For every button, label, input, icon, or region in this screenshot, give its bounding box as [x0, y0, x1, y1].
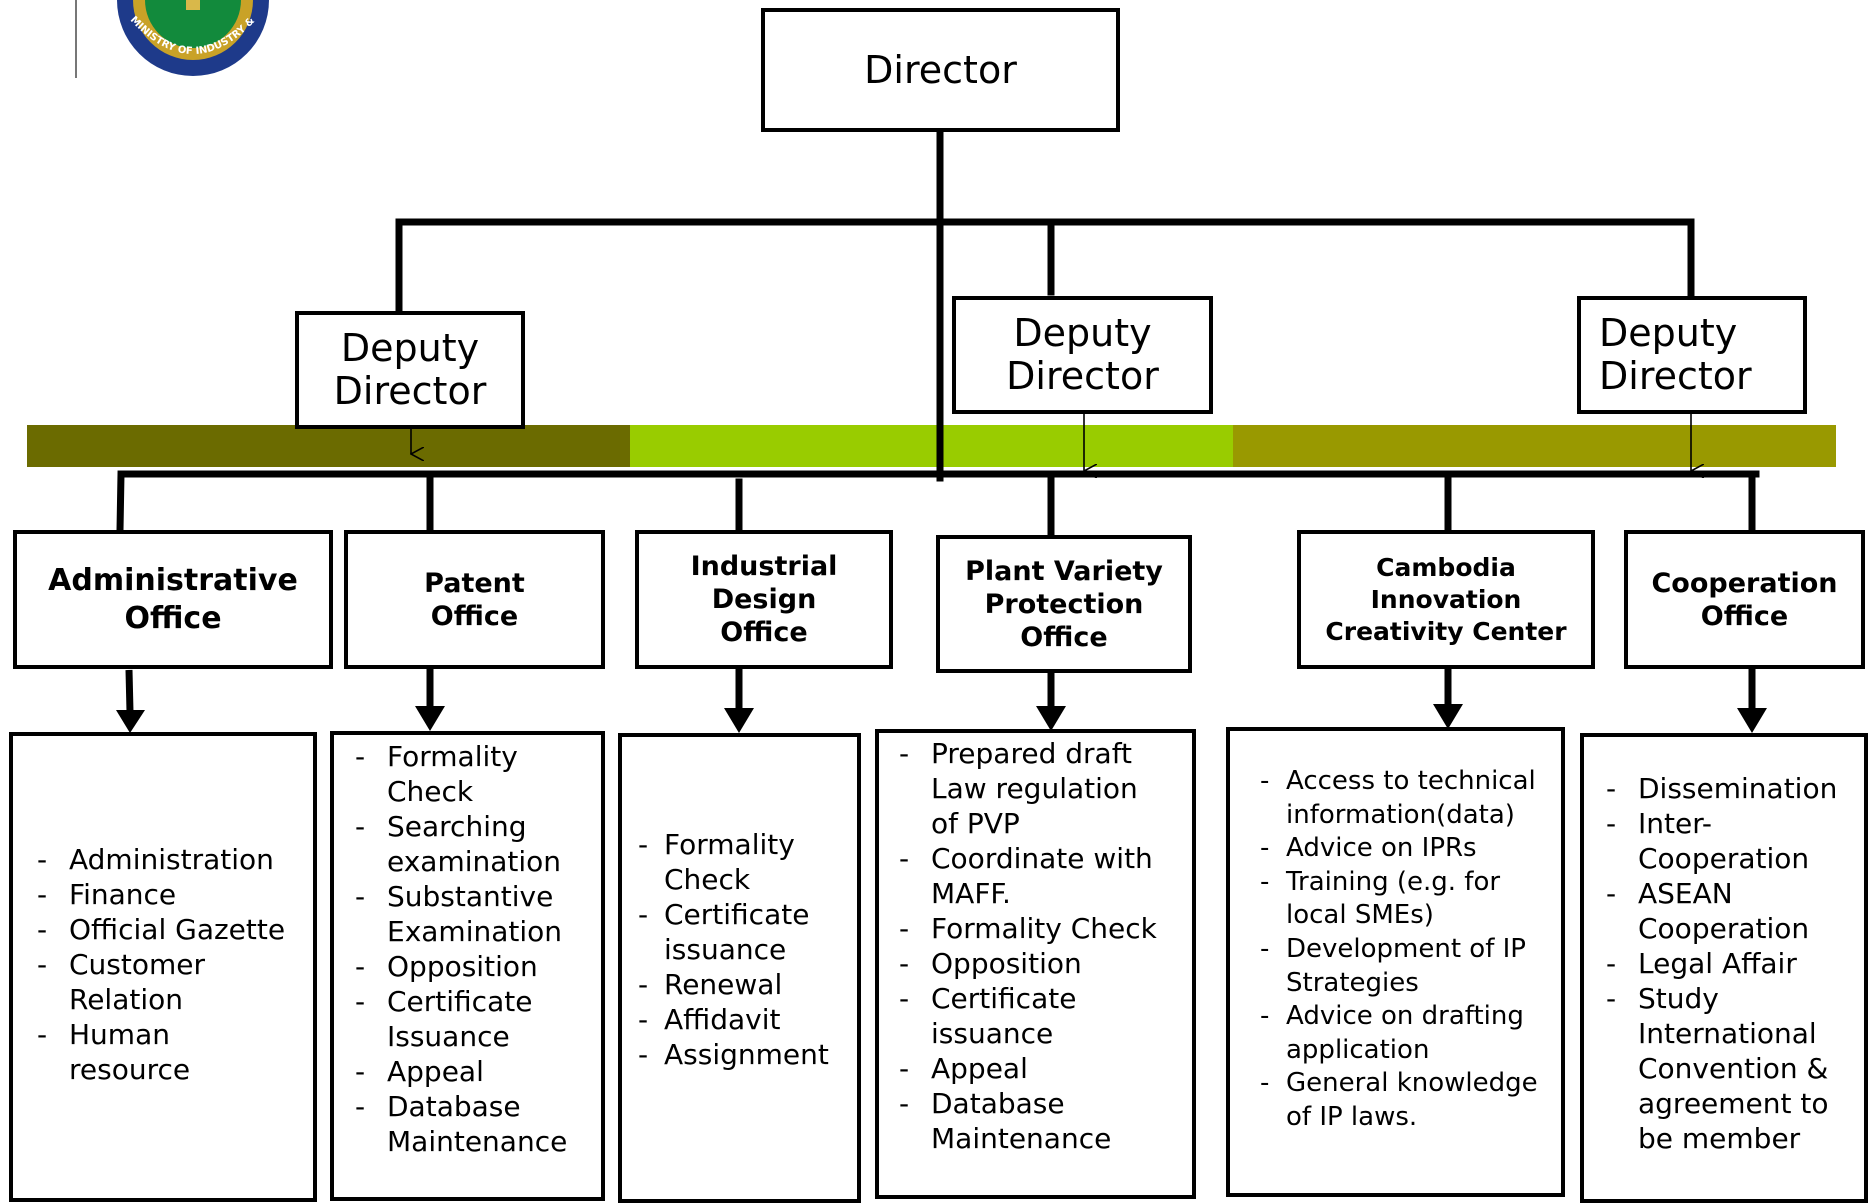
duty-list: -Dissemination -Inter-Cooperation -ASEAN…: [1584, 771, 1864, 1156]
duty-item: -Customer Relation: [37, 948, 206, 1016]
duty-item: -Appeal: [899, 1052, 1028, 1085]
duty-item: -Searching examination: [355, 810, 562, 878]
duty-list: -Access to technical information(data) -…: [1230, 765, 1561, 1135]
duty-item: -Coordinate with MAFF.: [899, 842, 1153, 910]
duty-item: -Advice on drafting application: [1260, 1001, 1524, 1065]
duty-item: -ASEAN Cooperation: [1606, 877, 1810, 945]
director-box: Director: [761, 8, 1120, 132]
deputy-director-box-3: Deputy Director: [1577, 296, 1807, 414]
duty-box-administrative: -Administration -Finance -Official Gazet…: [9, 732, 317, 1202]
office-name: Cooperation Office: [1651, 567, 1838, 632]
deputy-director-label: Deputy Director: [1006, 311, 1159, 398]
duty-box-plant-variety: -Prepared draft Law regulation of PVP -C…: [875, 729, 1196, 1199]
duty-item: -Advice on IPRs: [1260, 833, 1477, 864]
duty-item: -Finance: [37, 878, 177, 911]
duty-item: -Access to technical information(data): [1260, 766, 1536, 830]
office-name: Cambodia Innovation Creativity Center: [1325, 552, 1567, 646]
office-name: Plant Variety Protection Office: [965, 555, 1163, 653]
director-label: Director: [864, 47, 1017, 92]
duty-item: -General knowledge of IP laws.: [1260, 1068, 1538, 1132]
duty-list: -Formality Check -Certificate issuance -…: [622, 827, 857, 1072]
duty-item: -Formality Check: [355, 740, 518, 808]
duty-item: -Official Gazette: [37, 913, 286, 946]
office-name: Patent Office: [424, 567, 525, 632]
duty-item: -Administration: [37, 843, 274, 876]
duty-item: -Legal Affair: [1606, 947, 1797, 980]
duty-item: -Opposition: [355, 950, 538, 983]
duty-box-patent: -Formality Check -Searching examination …: [330, 731, 605, 1201]
duty-box-industrial-design: -Formality Check -Certificate issuance -…: [618, 733, 861, 1203]
office-box-plant-variety: Plant Variety Protection Office: [936, 535, 1192, 673]
duty-item: -Inter-Cooperation: [1606, 807, 1810, 875]
band-segment-3: [1233, 425, 1836, 467]
deputy-director-label: Deputy Director: [1599, 311, 1752, 398]
office-box-administrative: Administrative Office: [13, 530, 333, 669]
duty-item: -Development of IP Strategies: [1260, 933, 1526, 998]
duty-item: -Certificate issuance: [638, 898, 810, 966]
ministry-seal-logo: MINISTRY OF INDUSTRY & HANDICRAFT: [78, 0, 308, 78]
office-box-industrial-design: Industrial Design Office: [635, 530, 893, 669]
duty-item: -Training (e.g. for local SMEs): [1260, 866, 1501, 931]
duty-item: -Assignment: [638, 1038, 829, 1071]
duty-item: -Prepared draft Law regulation of PVP: [899, 737, 1138, 840]
duty-item: -Certificate Issuance: [355, 985, 533, 1053]
office-name: Industrial Design Office: [690, 551, 838, 648]
duty-item: -Dissemination: [1606, 772, 1838, 805]
duty-item: -Affidavit: [638, 1003, 781, 1036]
duty-box-innovation-center: -Access to technical information(data) -…: [1226, 727, 1565, 1197]
duty-list: -Prepared draft Law regulation of PVP -C…: [879, 736, 1192, 1156]
logo-divider: [75, 0, 77, 78]
deputy-director-box-2: Deputy Director: [952, 296, 1213, 414]
duty-list: -Administration -Finance -Official Gazet…: [13, 842, 313, 1087]
band-segment-1: [27, 425, 630, 467]
duty-item: -Study International Convention & agreem…: [1606, 982, 1829, 1155]
deputy-director-label: Deputy Director: [333, 326, 487, 413]
duty-item: -Human resource: [37, 1018, 191, 1086]
office-box-patent: Patent Office: [344, 530, 605, 669]
office-box-innovation-center: Cambodia Innovation Creativity Center: [1297, 530, 1595, 669]
duty-item: -Formality Check: [899, 912, 1157, 945]
duty-item: -Substantive Examination: [355, 880, 563, 948]
band-segment-2: [630, 425, 1233, 467]
duty-item: -Appeal: [355, 1055, 484, 1088]
duty-item: -Certificate issuance: [899, 982, 1077, 1050]
duty-box-cooperation: -Dissemination -Inter-Cooperation -ASEAN…: [1580, 733, 1868, 1203]
duty-list: -Formality Check -Searching examination …: [334, 739, 601, 1159]
duty-item: -Opposition: [899, 947, 1082, 980]
duty-item: -Database Maintenance: [899, 1087, 1112, 1155]
duty-item: -Formality Check: [638, 828, 795, 896]
office-name: Administrative Office: [48, 562, 298, 636]
deputy-director-box-1: Deputy Director: [295, 311, 525, 429]
office-box-cooperation: Cooperation Office: [1624, 530, 1865, 669]
duty-item: -Database Maintenance: [355, 1090, 568, 1158]
duty-item: -Renewal: [638, 968, 783, 1001]
